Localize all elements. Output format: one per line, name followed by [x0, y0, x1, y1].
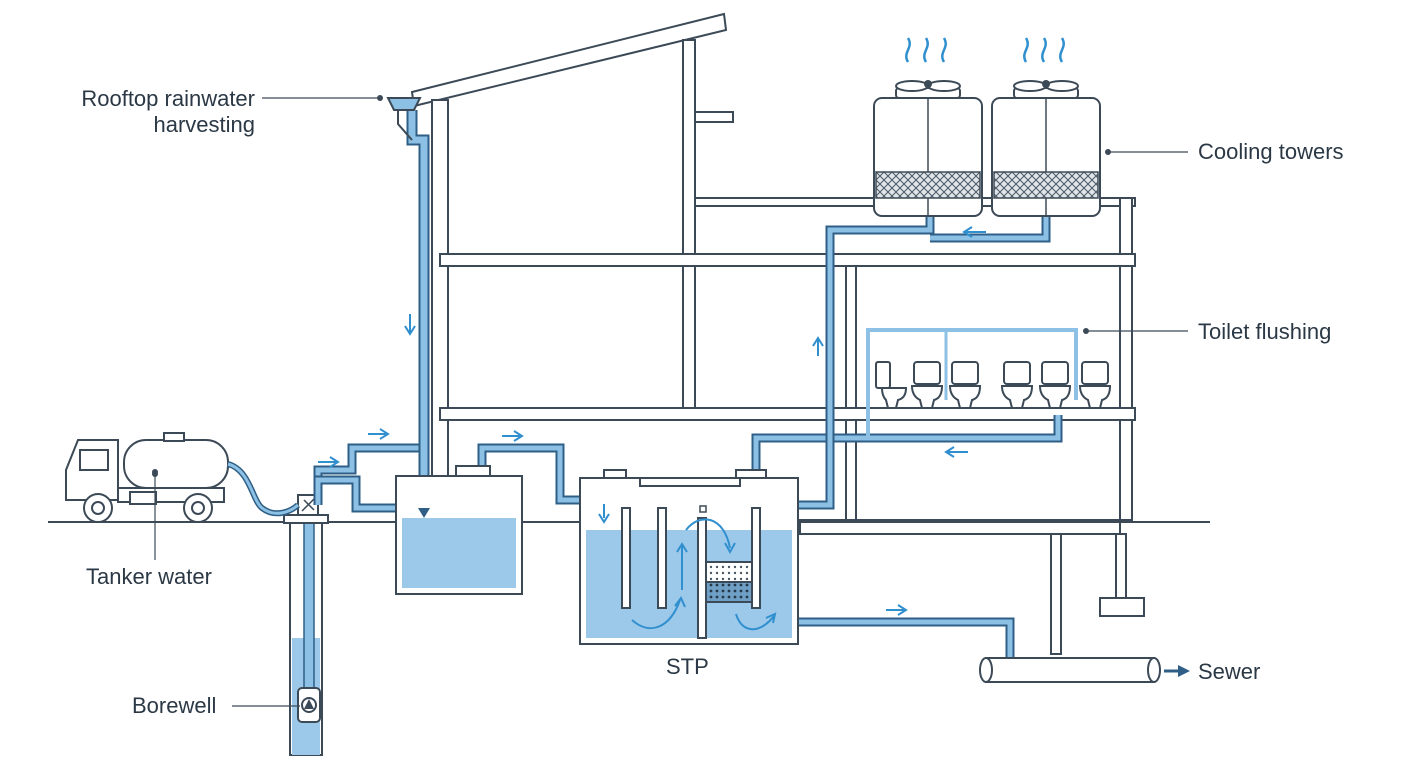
building-right-wall — [1119, 197, 1133, 411]
label-stp: STP — [666, 654, 709, 679]
label-toilet-flushing: Toilet flushing — [1198, 319, 1332, 344]
toilet-supply-header — [866, 328, 1078, 438]
toilet-icon — [875, 361, 908, 409]
toilet-icon — [1000, 361, 1034, 409]
pile-right — [1115, 533, 1127, 599]
storage-sump — [395, 465, 523, 595]
label-cooling-towers: Cooling towers — [1198, 139, 1344, 164]
toilet-row — [875, 361, 1112, 409]
toilet-icon — [948, 361, 982, 409]
borewell — [283, 494, 329, 756]
building-left-wall — [431, 99, 449, 521]
upper-floor-slab — [439, 253, 1136, 267]
toilet-icon — [1078, 361, 1112, 409]
cooling-tower-fan-icon — [1013, 80, 1079, 92]
pump-icon — [297, 687, 321, 723]
steam-icon — [905, 37, 947, 63]
label-rooftop-line2: harvesting — [153, 112, 255, 137]
label-rooftop-line1: Rooftop rainwater — [81, 86, 255, 111]
cooling-tower-fan-icon — [895, 80, 961, 92]
label-tanker-water: Tanker water — [86, 564, 212, 589]
roof — [410, 12, 728, 108]
toilet-icon — [910, 361, 944, 409]
wall-bracket — [694, 111, 734, 123]
label-sewer: Sewer — [1198, 659, 1261, 684]
rooftop-gutter — [386, 97, 422, 141]
ground-right-wall — [1119, 419, 1133, 521]
cooling-tower-right — [991, 37, 1101, 217]
leader-dots — [152, 95, 1111, 477]
building-center-column — [682, 39, 696, 411]
lower-floor-slab — [439, 407, 1136, 421]
label-rooftop-rainwater: Rooftop rainwater harvesting — [40, 86, 255, 138]
sewage-treatment-plant — [579, 469, 799, 645]
label-borewell: Borewell — [132, 693, 217, 718]
leader-lines — [154, 97, 1188, 707]
water-tanker-truck-icon — [65, 432, 229, 523]
pipe-network — [313, 110, 1063, 660]
pile-left — [1050, 533, 1062, 655]
cooling-tower-left — [873, 37, 983, 217]
sewer-pipe — [979, 657, 1161, 683]
steam-icon — [1023, 37, 1065, 63]
pile-footing — [1099, 597, 1145, 617]
flow-arrows — [318, 226, 986, 631]
toilet-icon — [1038, 361, 1072, 409]
foundation-slab — [799, 519, 1121, 535]
right-column-upper — [845, 265, 857, 411]
